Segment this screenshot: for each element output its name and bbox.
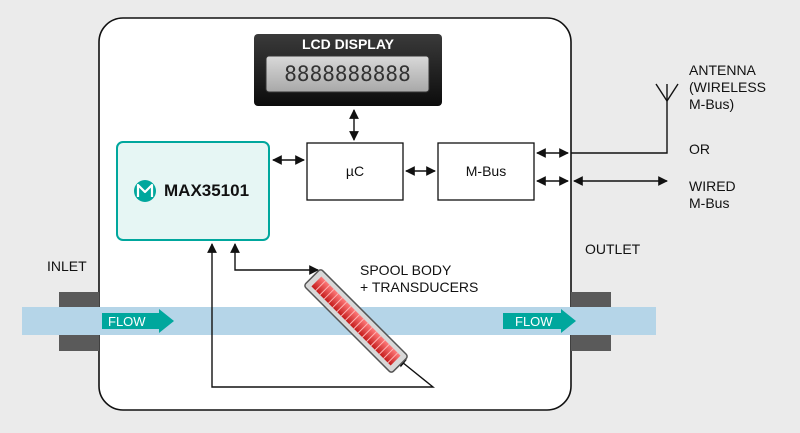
flow-label-left: FLOW xyxy=(108,314,146,329)
antenna-line xyxy=(571,101,668,154)
mbus-label: M-Bus xyxy=(465,163,507,179)
antenna-label-3: M-Bus) xyxy=(689,96,735,112)
outlet-label: OUTLET xyxy=(585,241,641,257)
maxim-logo-icon xyxy=(134,180,156,202)
antenna-label-2: (WIRELESS xyxy=(689,79,767,95)
spool-label-2: + TRANSDUCERS xyxy=(360,279,479,295)
uc-block xyxy=(306,142,404,201)
wired-label-1: WIRED xyxy=(689,178,736,194)
antenna-icon xyxy=(655,83,679,102)
inlet-label: INLET xyxy=(47,258,87,274)
max35101-block xyxy=(116,141,270,241)
transducer-line-lower xyxy=(207,243,435,388)
antenna-label-1: ANTENNA xyxy=(689,62,756,78)
flow-arrow-right xyxy=(503,309,576,333)
flow-label-right: FLOW xyxy=(515,314,553,329)
mbus-block xyxy=(437,142,535,201)
wired-label-2: M-Bus xyxy=(689,195,730,211)
lcd-title: LCD DISPLAY xyxy=(301,36,395,52)
spool-label-1: SPOOL BODY xyxy=(360,262,452,278)
lcd-readout: 8888888888 xyxy=(284,62,411,86)
spool-body xyxy=(304,269,408,373)
or-label: OR xyxy=(689,141,710,157)
lcd-display xyxy=(254,34,442,106)
chip-name: MAX35101 xyxy=(164,181,250,200)
uc-label: µC xyxy=(345,163,365,179)
flow-arrow-left xyxy=(102,309,174,333)
